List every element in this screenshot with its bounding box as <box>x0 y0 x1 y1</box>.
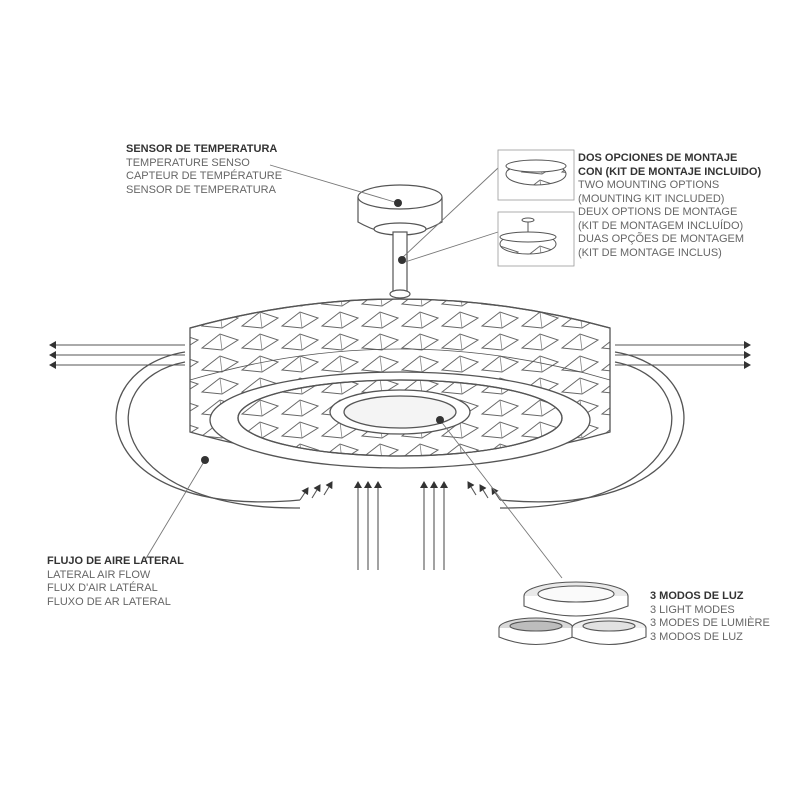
callout-title: 3 MODOS DE LUZ <box>650 590 744 602</box>
center-intake-arrows <box>354 481 448 570</box>
callout-title: CON (KIT DE MONTAJE INCLUIDO) <box>578 165 762 178</box>
light-modes-callout: 3 MODOS DE LUZ 3 LIGHT MODES 3 MODES DE … <box>650 590 770 644</box>
callout-line: DEUX OPTIONS DE MONTAGE <box>578 206 738 218</box>
light-mode-disc-left <box>498 617 574 645</box>
light-mode-disc-large <box>523 581 629 617</box>
callout-line: FLUXO DE AR LATERAL <box>47 595 171 608</box>
temperature-sensor-callout: SENSOR DE TEMPERATURA TEMPERATURE SENSO … <box>126 143 282 197</box>
lateral-airflow-callout: FLUJO DE AIRE LATERAL LATERAL AIR FLOW F… <box>47 555 184 609</box>
ceiling-canopy <box>357 184 443 236</box>
callout-line: TWO MOUNTING OPTIONS <box>578 179 720 191</box>
callout-title: SENSOR DE TEMPERATURA <box>126 143 278 155</box>
mounting-option-downrod-thumbnail <box>497 211 575 267</box>
callout-title: DOS OPCIONES DE MONTAJE <box>578 152 738 164</box>
right-outflow-arrows <box>615 341 751 369</box>
callout-line: SENSOR DE TEMPERATURA <box>126 183 276 196</box>
callout-line: (KIT DE MONTAGE INCLUS) <box>578 246 722 259</box>
mounting-options-callout: DOS OPCIONES DE MONTAJE CON (KIT DE MONT… <box>578 152 761 260</box>
callout-line: 3 MODES DE LUMIÈRE <box>650 617 770 629</box>
leader-lines <box>144 164 563 579</box>
right-airflow-arc <box>499 351 685 509</box>
callout-title: FLUJO DE AIRE LATERAL <box>47 555 184 567</box>
callout-line: (KIT DE MONTAGEM INCLUÍDO) <box>578 219 744 232</box>
callout-line: TEMPERATURE SENSO <box>126 156 250 169</box>
callout-line: (MOUNTING KIT INCLUDED) <box>578 192 725 205</box>
left-airflow-arc <box>115 351 301 509</box>
callout-line: CAPTEUR DE TEMPÉRATURE <box>126 170 283 182</box>
callout-line: 3 MODOS DE LUZ <box>650 630 743 643</box>
light-mode-disc-right <box>571 617 647 645</box>
callout-line: DUAS OPÇÕES DE MONTAGEM <box>578 233 745 245</box>
side-intake-arrows <box>299 481 501 501</box>
left-outflow-arrows <box>49 341 185 369</box>
mounting-option-flush-thumbnail <box>497 149 575 201</box>
callout-line: FLUX D'AIR LATÉRAL <box>47 582 158 594</box>
center-light <box>329 389 471 435</box>
callout-line: LATERAL AIR FLOW <box>47 568 151 581</box>
callout-line: 3 LIGHT MODES <box>650 603 735 616</box>
leader-dots <box>201 199 444 464</box>
downrod <box>389 231 411 299</box>
